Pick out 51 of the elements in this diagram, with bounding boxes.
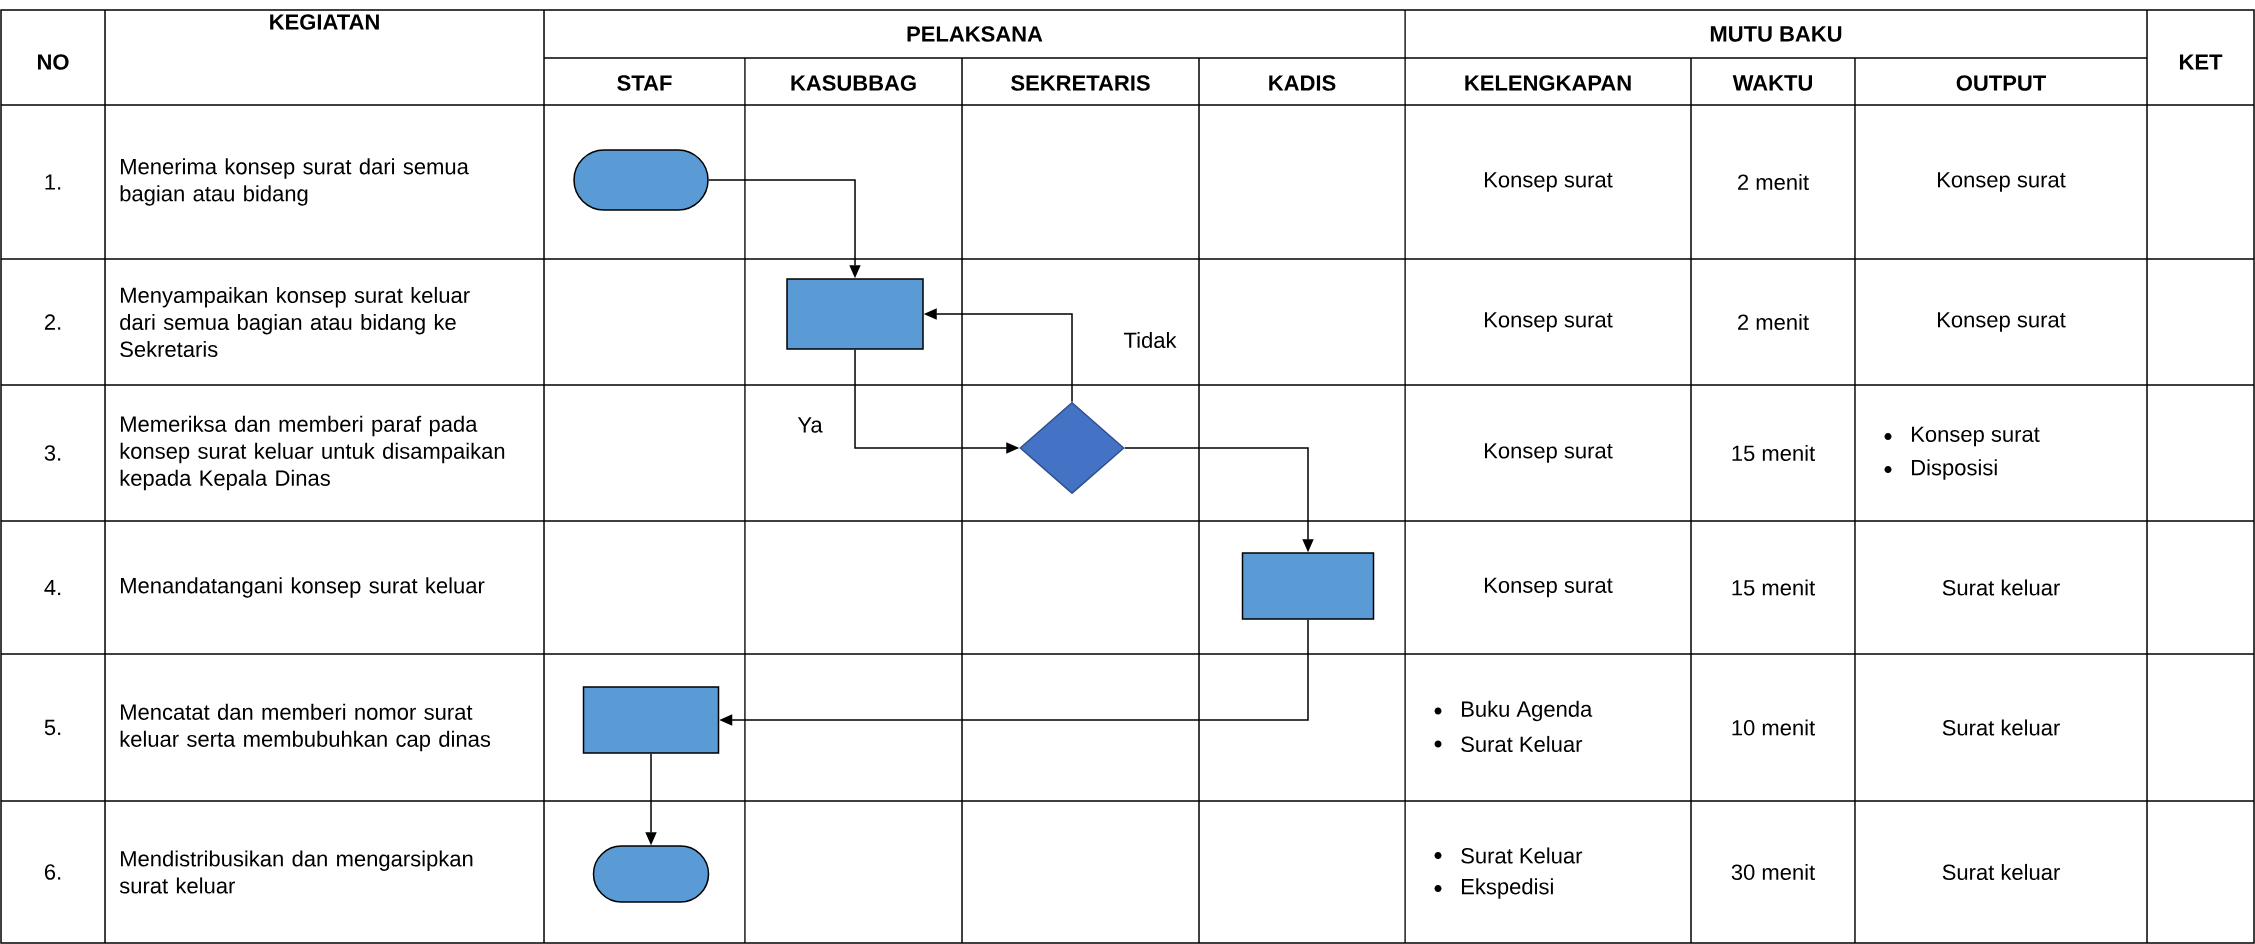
- process-terminator: [573, 149, 709, 211]
- cell-text: 2 menit: [1738, 313, 1809, 331]
- column-header: KET: [2180, 54, 2223, 70]
- cell-text: 10 menit: [1732, 719, 1815, 736]
- process-box: [786, 278, 924, 350]
- row-number: 6.: [44, 864, 61, 880]
- column-header: NO: [38, 54, 69, 70]
- cell-text: Konsep surat: [1485, 577, 1613, 598]
- cell-text: Konsep surat: [1485, 312, 1613, 332]
- cell-text: Surat keluar: [1942, 579, 2060, 596]
- cell-text: 30 menit: [1731, 863, 1815, 881]
- column-header: MUTU BAKU: [1710, 26, 1842, 42]
- row-number: 2.: [44, 314, 61, 330]
- activity-text: Menyampaikan konsep surat keluar dari semua bagian atau bidang ke Sekretaris: [120, 286, 470, 358]
- bullet-item: Surat Keluar: [1434, 847, 1583, 864]
- bullet-item: Konsep surat: [1884, 426, 2040, 447]
- column-header: KADIS: [1269, 75, 1336, 91]
- activity-text: Menandatangani konsep surat keluar: [121, 577, 485, 598]
- cell-text: Konsep surat: [1485, 443, 1613, 463]
- cell-text: Konsep surat: [1938, 172, 2066, 192]
- bullet-item: Surat Keluar: [1434, 735, 1583, 753]
- cell-text: Konsep surat: [1938, 312, 2066, 332]
- cell-text: Surat keluar: [1942, 719, 2060, 736]
- cell-text: Surat keluar: [1942, 863, 2060, 881]
- activity-text: Mencatat dan memberi nomor surat keluar serta membubuhkan cap dinas: [120, 703, 491, 752]
- row-number: 4.: [44, 579, 61, 596]
- activity-text: Memeriksa dan memberi paraf pada konsep surat keluar untuk disampaikan kepada Kepala Dinas: [120, 415, 505, 491]
- activity-text: Mendistribusikan dan mengarsipkan surat keluar: [119, 850, 473, 894]
- cell-text: 15 menit: [1732, 579, 1815, 596]
- cell-text: Konsep surat: [1485, 172, 1613, 192]
- row-number: 3.: [44, 445, 61, 461]
- column-header: STAF: [617, 75, 672, 91]
- column-header: KASUBBAG: [791, 75, 916, 91]
- bullet-item: Disposisi: [1884, 459, 1997, 480]
- process-box: [1241, 552, 1375, 620]
- column-header: KEGIATAN: [270, 14, 379, 30]
- process-box: [582, 686, 720, 754]
- column-header: KELENGKAPAN: [1465, 75, 1631, 91]
- column-header: OUTPUT: [1956, 75, 2046, 91]
- column-header: SEKRETARIS: [1011, 75, 1150, 91]
- cell-text: 2 menit: [1738, 173, 1809, 191]
- process-terminator: [592, 845, 710, 903]
- edge-label: Ya: [795, 415, 825, 435]
- row-number: 1.: [45, 174, 61, 190]
- column-header: WAKTU: [1732, 75, 1812, 91]
- row-number: 5.: [44, 719, 61, 736]
- column-header: PELAKSANA: [907, 26, 1043, 42]
- cell-text: 15 menit: [1732, 444, 1815, 462]
- bullet-item: Buku Agenda: [1434, 700, 1593, 722]
- activity-text: Menerima konsep surat dari semua bagian atau bidang: [120, 158, 469, 206]
- bullet-item: Ekspedisi: [1434, 878, 1553, 899]
